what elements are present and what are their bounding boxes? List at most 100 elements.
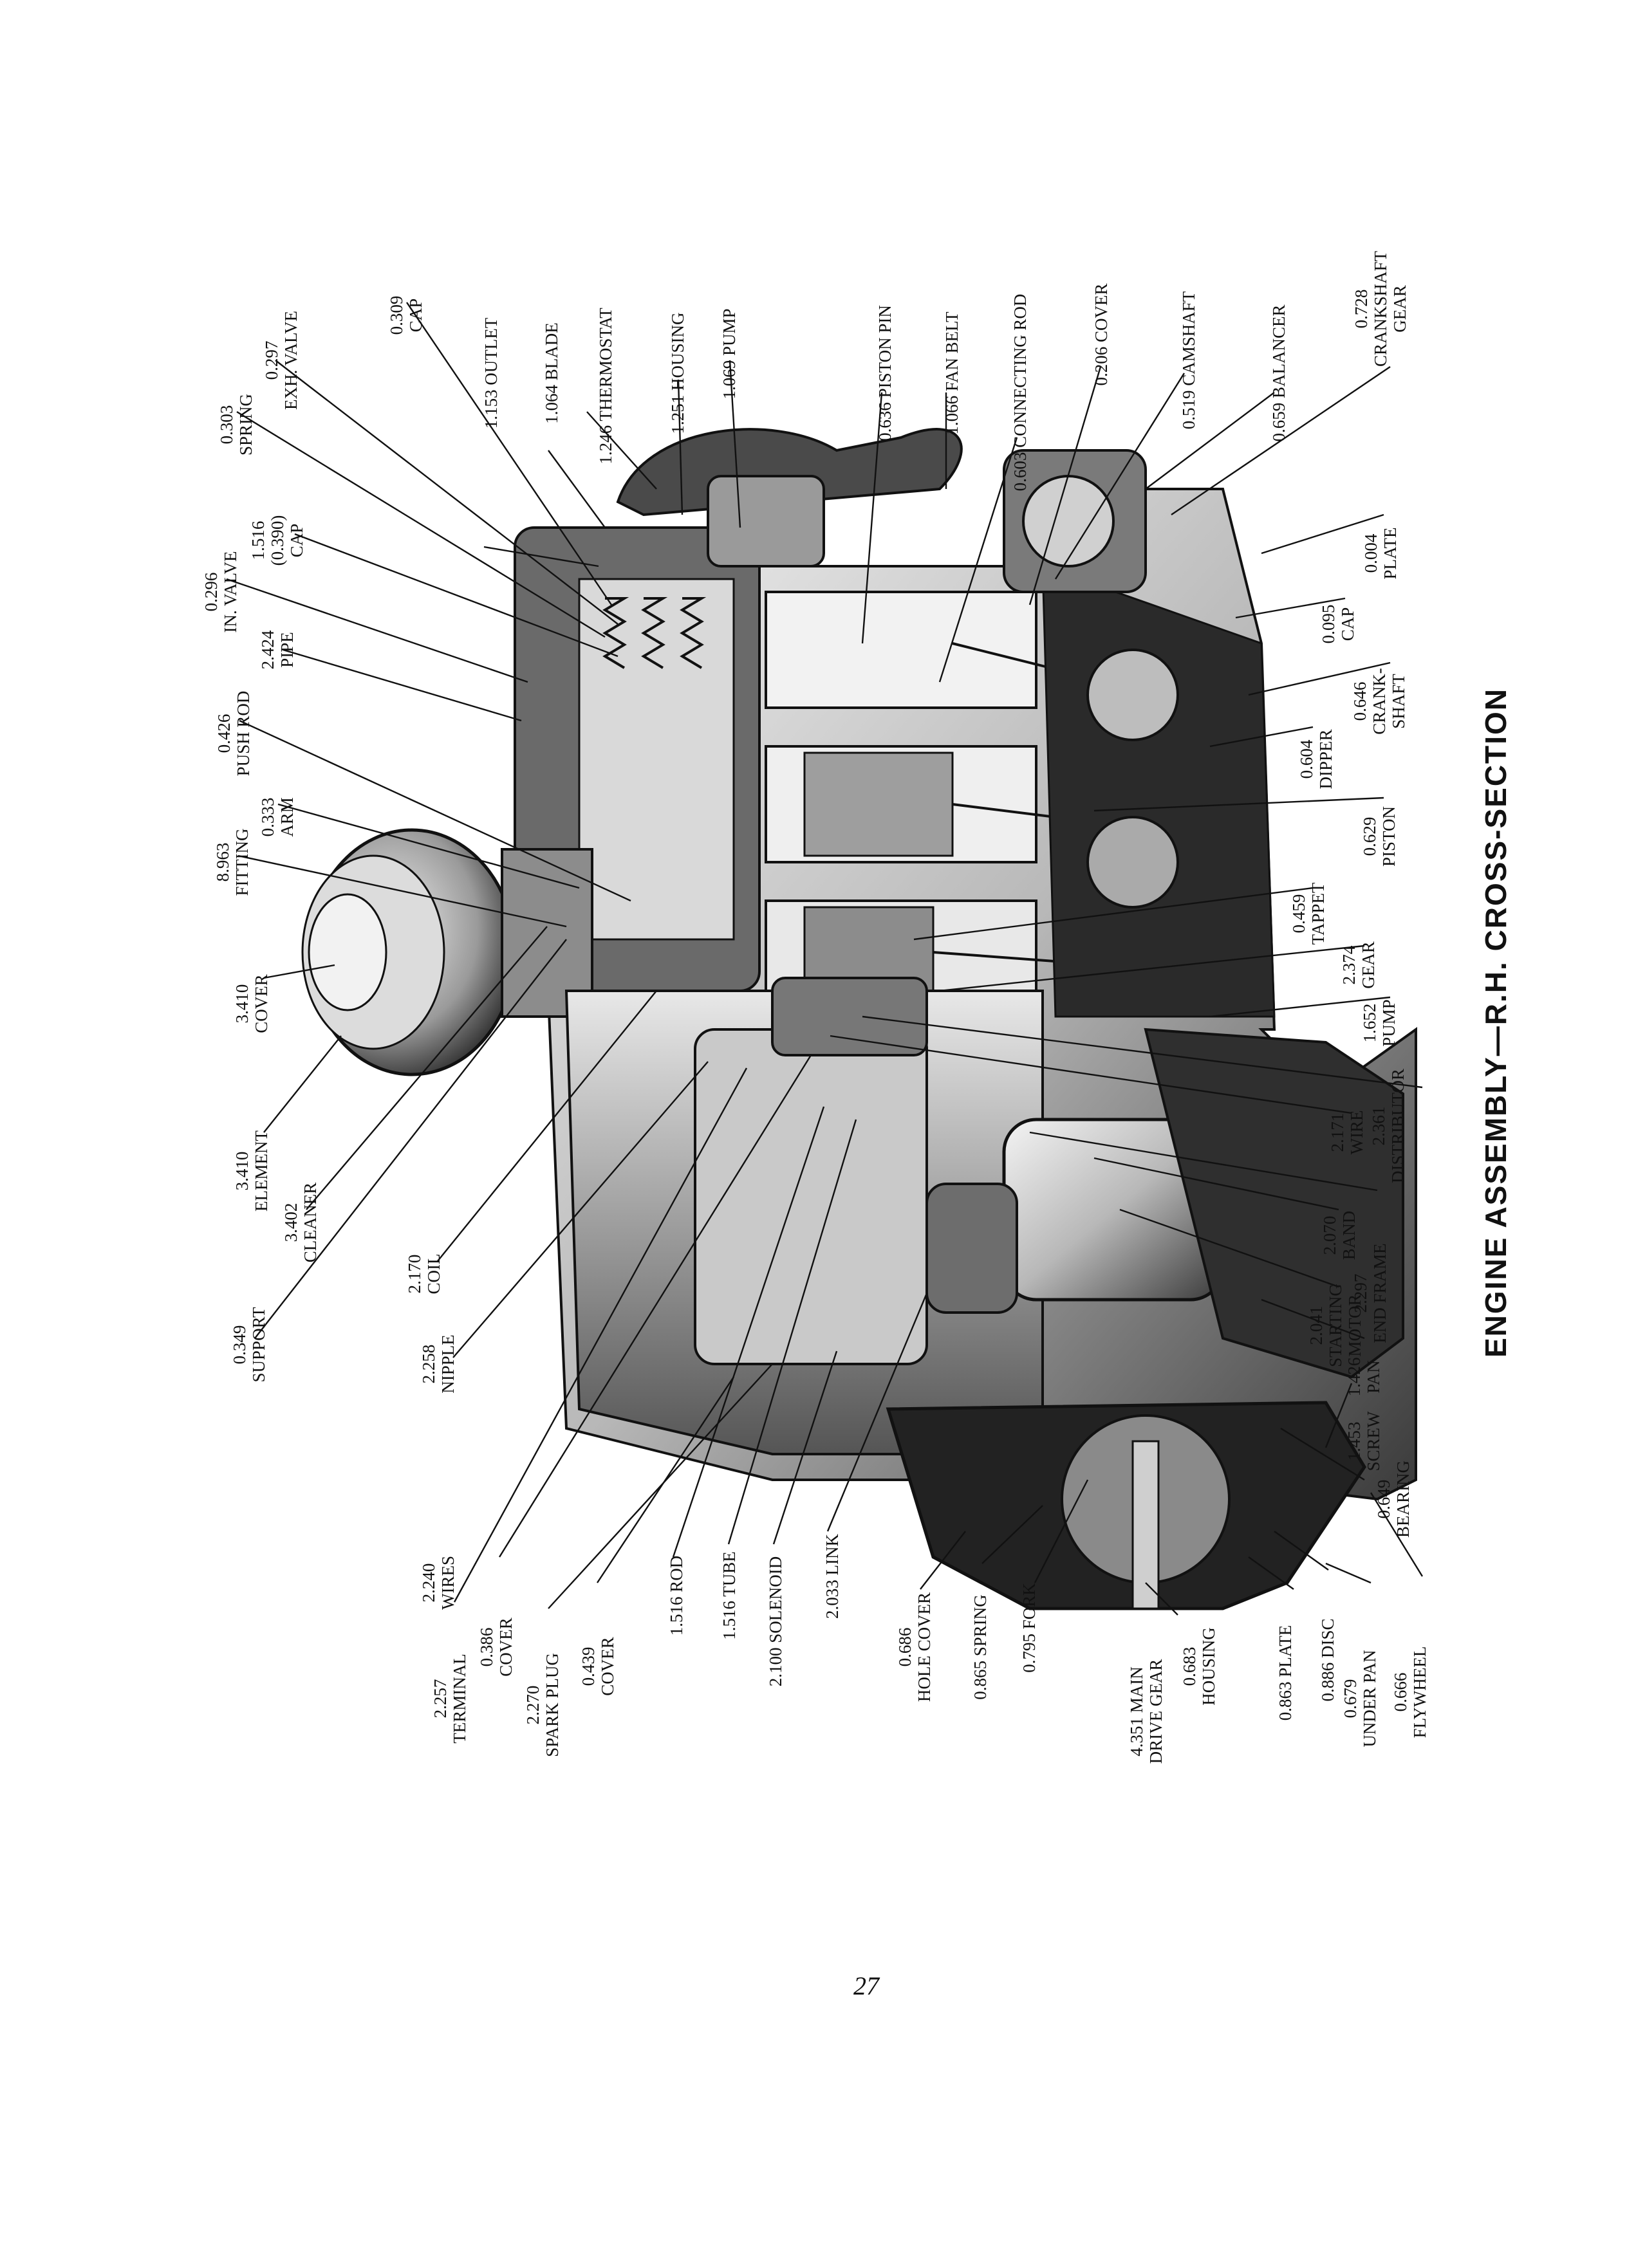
part-label-line: CAP xyxy=(287,524,306,558)
part-label: 0.459TAPPET xyxy=(1289,882,1328,945)
crankshaft-throw xyxy=(1086,649,1179,741)
part-label-line: SPRING xyxy=(236,394,256,456)
part-label-line: CAP xyxy=(406,299,425,333)
part-label-line: CRANKSHAFT xyxy=(1371,250,1390,367)
part-label-line: 4.351 MAIN xyxy=(1127,1666,1146,1756)
part-label-line: PIPE xyxy=(277,632,297,668)
part-label-line: NIPPLE xyxy=(438,1334,458,1394)
part-label-line: PUSH ROD xyxy=(234,691,253,777)
part-label: 1.069 PUMP xyxy=(720,308,739,399)
part-label-line: 1.066 FAN BELT xyxy=(942,311,962,435)
part-label-line: CAP xyxy=(1338,607,1357,641)
part-label-line: 0.297 xyxy=(262,341,281,380)
part-label: 0.666FLYWHEEL xyxy=(1391,1646,1429,1738)
part-label-line: 1.516 ROD xyxy=(667,1556,686,1636)
part-label: 1.064 BLADE xyxy=(542,322,561,424)
part-label-line: FITTING xyxy=(232,829,252,896)
part-label: 2.100 SOLENOID xyxy=(766,1556,785,1687)
part-label-line: 1.251 HOUSING xyxy=(668,313,687,434)
part-label: 3.410ELEMENT xyxy=(232,1130,271,1212)
part-label-line: WIRE xyxy=(1347,1111,1366,1155)
part-label-line: BEARING xyxy=(1393,1461,1413,1538)
part-label-line: 0.636 PISTON PIN xyxy=(875,305,895,441)
part-label-line: 1.516 xyxy=(248,521,268,560)
part-label-line: 0.886 DISC xyxy=(1318,1618,1337,1701)
part-label: 0.004PLATE xyxy=(1361,528,1400,580)
part-label-line: COVER xyxy=(598,1637,617,1696)
part-label: 1.652PUMP xyxy=(1360,999,1399,1047)
part-label-line: 0.603 CONNECTING ROD xyxy=(1010,294,1030,492)
part-label: 2.297END FRAME xyxy=(1351,1243,1390,1343)
part-label: 0.604DIPPER xyxy=(1297,729,1335,789)
page-number: 27 xyxy=(853,1971,880,2000)
part-label: 0.865 SPRING xyxy=(971,1594,990,1700)
part-label-line: ARM xyxy=(277,797,297,837)
part-label: 0.886 DISC xyxy=(1318,1618,1337,1701)
part-label: 2.424PIPE xyxy=(258,630,297,669)
part-label-line: 3.402 xyxy=(281,1203,301,1242)
part-label: 3.402CLEANER xyxy=(281,1183,320,1263)
part-label: 2.374GEAR xyxy=(1339,941,1378,989)
part-label-line: PISTON xyxy=(1379,806,1399,867)
part-label: 2.171WIRE xyxy=(1328,1111,1366,1155)
part-label: 0.686HOLE COVER xyxy=(895,1592,934,1702)
part-label-line: IN. VALVE xyxy=(221,551,240,632)
part-label: 3.410COVER xyxy=(232,974,271,1033)
part-label: 0.683HOUSING xyxy=(1180,1627,1218,1706)
part-label-line: 2.041 xyxy=(1306,1306,1326,1345)
part-label-line: 0.303 xyxy=(217,405,236,445)
part-label-line: 1.064 BLADE xyxy=(542,322,561,424)
part-label: 0.426PUSH ROD xyxy=(214,691,253,777)
part-label: 1.251 HOUSING xyxy=(668,313,687,434)
part-label: 0.303SPRING xyxy=(217,394,256,456)
part-label-line: SUPPORT xyxy=(249,1307,268,1382)
part-label: 8.963FITTING xyxy=(213,829,252,896)
part-label: 1.516 TUBE xyxy=(720,1551,739,1640)
part-label-line: 1.246 THERMOSTAT xyxy=(596,308,615,465)
part-label: 0.629PISTON xyxy=(1360,806,1399,867)
part-label: 0.636 PISTON PIN xyxy=(875,305,895,441)
leader-lines xyxy=(226,302,1424,1616)
part-label: 0.659 BALANCER xyxy=(1269,304,1288,441)
part-label: 0.386COVER xyxy=(477,1618,516,1677)
carburetor xyxy=(501,848,593,1018)
part-label-line: UNDER PAN xyxy=(1360,1650,1379,1747)
part-label-line: 2.257 xyxy=(431,1679,450,1719)
solenoid xyxy=(925,1183,1018,1314)
part-label-line: GEAR xyxy=(1390,285,1409,333)
part-label-line: 2.070 xyxy=(1320,1216,1339,1255)
part-label-line: HOLE COVER xyxy=(915,1592,934,1702)
part-label-line: COVER xyxy=(496,1618,516,1677)
part-label-line: PUMP xyxy=(1379,999,1399,1047)
part-label: 0.679UNDER PAN xyxy=(1341,1650,1379,1747)
part-label: 2.033 LINK xyxy=(823,1534,842,1619)
part-label-line: ELEMENT xyxy=(252,1130,271,1212)
part-label-line: 3.410 xyxy=(232,1152,252,1191)
part-label-line: COVER xyxy=(252,974,271,1033)
part-label: 0.863 PLATE xyxy=(1276,1625,1295,1721)
tappet-cover xyxy=(694,1028,928,1365)
part-label: 0.095CAP xyxy=(1319,605,1357,644)
part-label-line: SHAFT xyxy=(1389,674,1408,729)
part-label-line: CRANK- xyxy=(1370,668,1389,735)
part-label-line: GEAR xyxy=(1359,941,1378,989)
part-label: 0.646CRANK-SHAFT xyxy=(1350,668,1408,735)
part-label: 1.066 FAN BELT xyxy=(942,311,962,435)
diagram-title: ENGINE ASSEMBLY—R.H. CROSS-SECTION xyxy=(1479,688,1512,1358)
part-label: 2.041STARTINGMOTOR xyxy=(1306,1284,1364,1367)
part-label-line: 2.424 xyxy=(258,630,277,669)
air-cleaner xyxy=(301,828,517,1076)
part-label-line: 0.004 xyxy=(1361,533,1381,573)
part-label-line: (0.390) xyxy=(268,515,287,566)
part-label-line: 2.171 xyxy=(1328,1113,1347,1152)
part-label-line: TERMINAL xyxy=(450,1654,469,1743)
part-label-line: CLEANER xyxy=(301,1183,320,1263)
part-label: 0.297EXH. VALVE xyxy=(262,311,301,410)
part-label-line: 0.666 xyxy=(1391,1673,1410,1712)
part-label: 0.439COVER xyxy=(579,1637,617,1696)
part-label-line: 0.426 xyxy=(214,714,234,753)
part-label: 2.270SPARK PLUG xyxy=(523,1653,562,1757)
part-label-line: 1.426 xyxy=(1344,1358,1364,1397)
